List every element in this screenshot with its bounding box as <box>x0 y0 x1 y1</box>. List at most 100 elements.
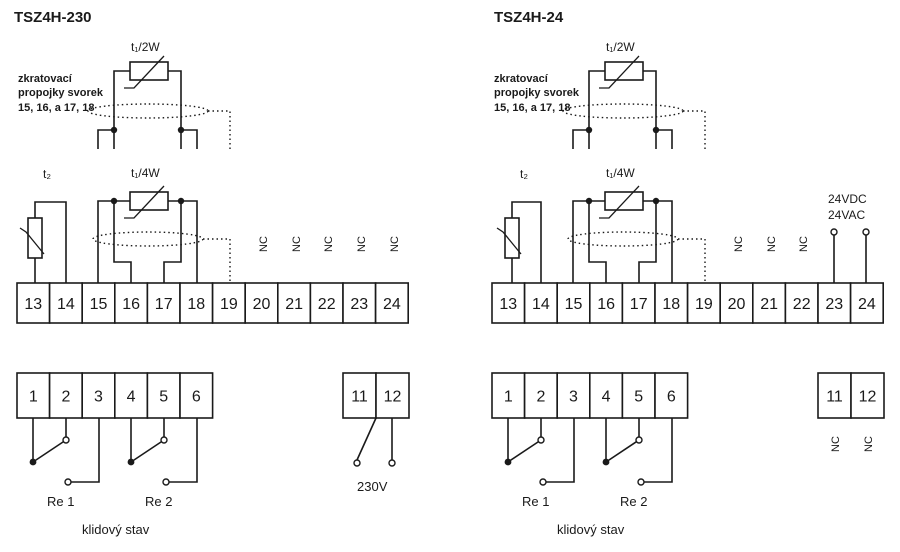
terminal-number: 6 <box>192 389 201 406</box>
terminal-number: 13 <box>24 296 42 313</box>
terminal: 1 <box>16 372 51 419</box>
terminal: 23 <box>342 282 377 324</box>
cable-shield <box>562 103 684 119</box>
supply-label-ac: 24VAC <box>828 208 865 222</box>
terminal-number: 5 <box>634 389 643 406</box>
terminal-strip-11-12: 11 12 <box>342 372 410 419</box>
terminal-number: 4 <box>127 389 136 406</box>
terminal-number: 19 <box>695 296 713 313</box>
terminal: 14 <box>523 282 558 324</box>
terminal-number: 5 <box>159 389 168 406</box>
shield-wire-4w <box>203 238 231 283</box>
terminal: 18 <box>179 282 214 324</box>
sensor-t2-symbol <box>496 201 542 283</box>
sensor-t2-label: t₂ <box>520 167 528 181</box>
terminal-number: 18 <box>187 296 205 313</box>
terminal: 6 <box>179 372 214 419</box>
terminal-number: 22 <box>793 296 811 313</box>
terminal: 6 <box>654 372 689 419</box>
panel-tsz4h-230: TSZ4H-230 t₁/2W zkratovací propojky svor… <box>14 9 410 537</box>
terminal-number: 21 <box>285 296 303 313</box>
sensor-t2-label: t₂ <box>43 167 51 181</box>
terminal: 3 <box>81 372 116 419</box>
terminal: 11 <box>342 372 377 419</box>
sensor-t1-4w-label: t₁/4W <box>131 166 160 180</box>
terminal: 16 <box>588 282 624 324</box>
cable-shield-4w <box>92 231 204 247</box>
terminal: 18 <box>654 282 689 324</box>
relay-label-re2: Re 2 <box>620 494 647 509</box>
terminal-number: 16 <box>597 296 615 313</box>
terminal: 22 <box>784 282 819 324</box>
terminal: 13 <box>491 282 526 324</box>
sensor-t1-2w-label: t₁/2W <box>131 40 160 54</box>
relay-contacts <box>504 418 673 486</box>
terminal-number: 18 <box>662 296 680 313</box>
terminal-number: 23 <box>825 296 843 313</box>
nc-labels: NC NC NC NC NC <box>258 236 401 252</box>
nc-label: NC <box>798 236 810 252</box>
state-caption: klidový stav <box>82 522 150 537</box>
terminal-number: 6 <box>667 389 676 406</box>
terminal-number: 13 <box>499 296 517 313</box>
terminal: 23 <box>817 282 852 324</box>
relay-label-re1: Re 1 <box>522 494 549 509</box>
terminal: 17 <box>146 282 181 324</box>
terminal-number: 2 <box>61 389 70 406</box>
nc-label: NC <box>323 236 335 252</box>
panel-title: TSZ4H-24 <box>494 9 564 26</box>
shield-wire <box>208 110 231 149</box>
nc-label: NC <box>766 236 778 252</box>
sensor-t2-symbol <box>19 201 67 283</box>
terminal-number: 20 <box>253 296 271 313</box>
nc-label: NC <box>863 436 875 452</box>
terminal-number: 21 <box>760 296 778 313</box>
nc-label: NC <box>733 236 745 252</box>
terminal: 17 <box>621 282 656 324</box>
terminal-number: 1 <box>504 389 513 406</box>
terminal-number: 15 <box>565 296 583 313</box>
terminal: 22 <box>309 282 344 324</box>
terminal-number: 3 <box>569 389 578 406</box>
terminal: 1 <box>491 372 526 419</box>
terminal: 20 <box>244 282 279 324</box>
terminal-number: 22 <box>318 296 336 313</box>
jumper-note-line-1: zkratovací <box>18 73 73 85</box>
shield-wire-4w <box>678 238 706 283</box>
terminal: 2 <box>48 372 83 419</box>
terminal-number: 19 <box>220 296 238 313</box>
terminal-number: 11 <box>351 389 368 406</box>
nc-labels: NC NC NC <box>733 236 810 252</box>
sensor-t1-2w-symbol <box>97 55 198 149</box>
sensor-t1-4w-symbol <box>572 185 673 283</box>
terminal-number: 2 <box>536 389 545 406</box>
jumper-note-line-3: 15, 16, a 17, 18 <box>494 102 570 114</box>
supply-label-dc: 24VDC <box>828 192 867 206</box>
terminal: 24 <box>374 282 410 324</box>
terminal-number: 11 <box>826 389 843 406</box>
jumper-note-line-2: propojky svorek <box>494 87 580 99</box>
relay-contacts <box>29 418 198 486</box>
nc-label: NC <box>291 236 303 252</box>
terminal: 5 <box>146 372 181 419</box>
jumper-note: zkratovací propojky svorek 15, 16, a 17,… <box>18 73 104 114</box>
jumper-note: zkratovací propojky svorek 15, 16, a 17,… <box>494 73 580 114</box>
terminal: 4 <box>588 372 624 419</box>
terminal: 12 <box>375 372 410 419</box>
panel-tsz4h-24: TSZ4H-24 t₁/2W zkratovací propojky svore… <box>491 9 885 537</box>
terminal-number: 24 <box>858 296 876 313</box>
terminal: 16 <box>114 282 149 324</box>
terminal-number: 16 <box>122 296 140 313</box>
terminal-number: 14 <box>57 296 75 313</box>
terminal: 11 <box>817 372 852 419</box>
terminal-number: 20 <box>728 296 746 313</box>
terminal: 19 <box>686 282 721 324</box>
state-caption: klidový stav <box>557 522 625 537</box>
terminal: 14 <box>48 282 83 324</box>
nc-label: NC <box>258 236 270 252</box>
terminal-number: 24 <box>383 296 401 313</box>
